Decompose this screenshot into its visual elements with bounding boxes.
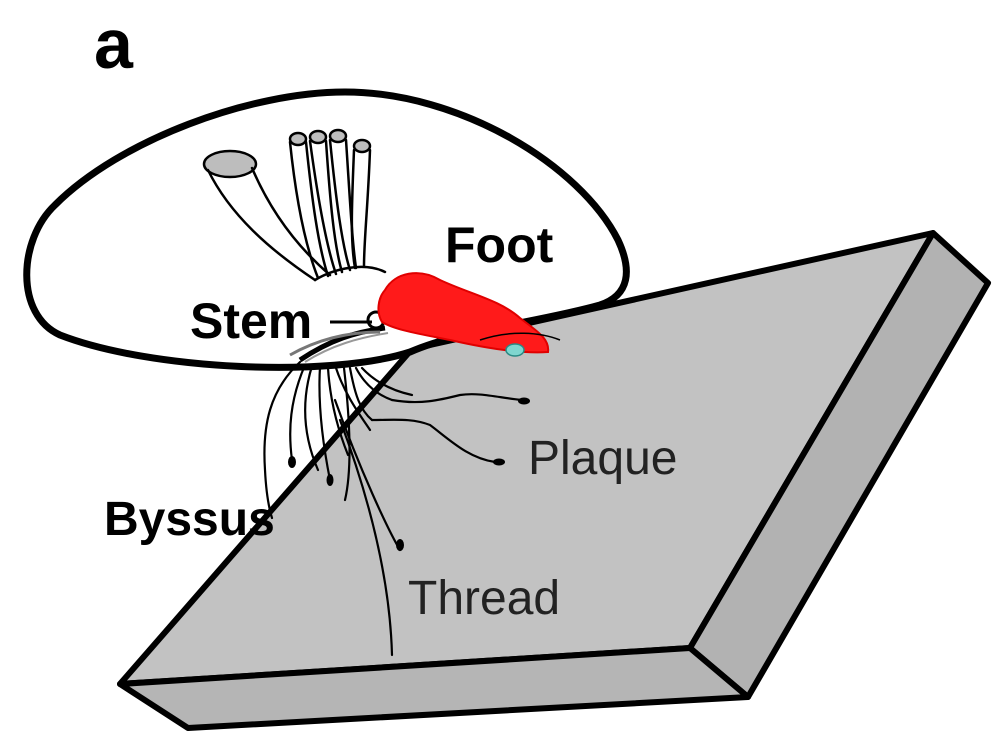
thread-label: Thread [408,572,560,625]
foot-label: Foot [445,217,554,273]
panel-letter: a [94,5,134,83]
posterior-muscle-scar [204,151,256,177]
foot-tip-plaque [506,344,524,356]
plaque-label: Plaque [528,432,677,485]
stem-label: Stem [190,293,312,349]
byssus-label: Byssus [104,493,275,546]
